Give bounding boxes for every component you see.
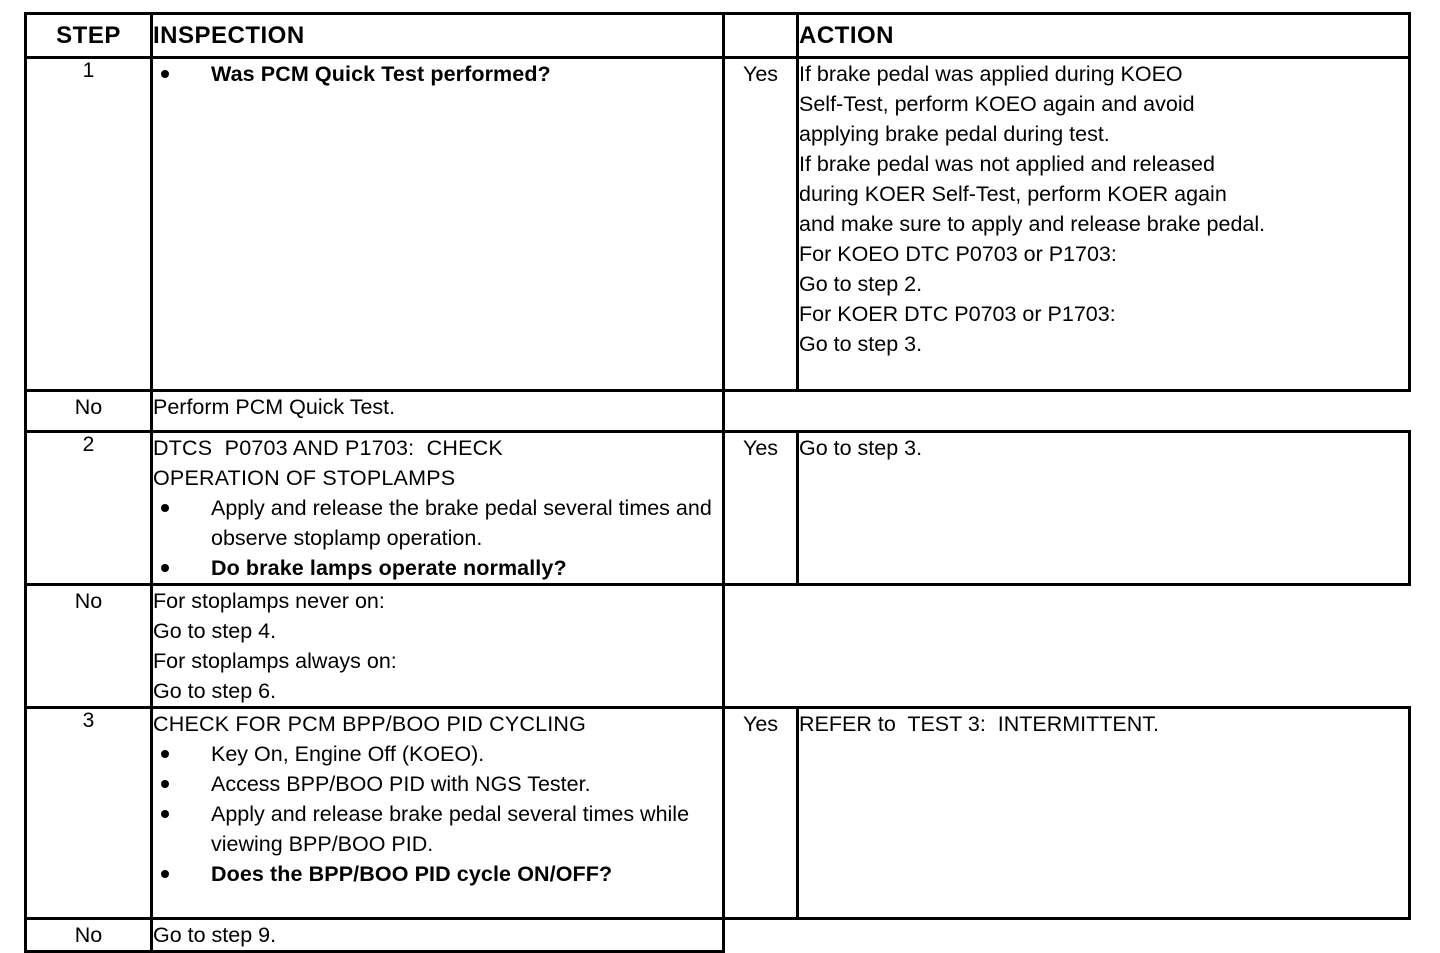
action-cell-3-yes: REFER to TEST 3: INTERMITTENT. — [796, 706, 1411, 920]
action-cell-2-yes: Go to step 3. — [796, 430, 1411, 586]
list-item: Access BPP/BOO PID with NGS Tester. — [153, 769, 722, 799]
action-cell-2-no: For stoplamps never on: Go to step 4. Fo… — [150, 583, 725, 709]
inspection-cell-3: CHECK FOR PCM BPP/BOO PID CYCLING Key On… — [150, 706, 725, 920]
list-item: Do brake lamps operate normally? — [153, 553, 722, 583]
branch-label-3-no: No — [24, 917, 153, 953]
action-cell-1-no: Perform PCM Quick Test. — [150, 389, 725, 433]
diagnostic-table: STEP INSPECTION ACTION 1 Was PCM Quick T… — [24, 12, 1411, 953]
bullet-text: Do brake lamps operate normally? — [211, 556, 567, 580]
branch-label-2-yes: Yes — [722, 430, 799, 586]
bullet-text: Key On, Engine Off (KOEO). — [211, 742, 485, 766]
table-row: 2 DTCS P0703 AND P1703: CHECK OPERATION … — [24, 430, 1411, 586]
step-number-1: 1 — [24, 56, 153, 392]
inspection-bullet-list-2: Apply and release the brake pedal severa… — [153, 493, 722, 583]
bullet-dot-icon — [161, 810, 169, 818]
column-header-inspection: INSPECTION — [150, 12, 725, 59]
action-text: Go to step 3. — [799, 436, 923, 460]
table-body: 1 Was PCM Quick Test performed? Yes If b… — [24, 56, 1411, 953]
table-header: STEP INSPECTION ACTION — [24, 12, 1411, 59]
action-text: If brake pedal was applied during KOEO S… — [799, 62, 1266, 356]
list-item: Key On, Engine Off (KOEO). — [153, 739, 722, 769]
list-item: Apply and release brake pedal several ti… — [153, 799, 722, 859]
bullet-text: Was PCM Quick Test performed? — [211, 62, 551, 86]
inspection-bullet-list-1: Was PCM Quick Test performed? — [153, 59, 722, 89]
action-text: REFER to TEST 3: INTERMITTENT. — [799, 712, 1159, 736]
bullet-text: Apply and release brake pedal several ti… — [211, 802, 690, 856]
inspection-cell-1: Was PCM Quick Test performed? — [150, 56, 725, 392]
column-header-yesno-blank — [722, 12, 799, 59]
branch-label-1-no: No — [24, 389, 153, 433]
branch-label-1-yes: Yes — [722, 56, 799, 392]
branch-label-3-yes: Yes — [722, 706, 799, 920]
table-row: 1 Was PCM Quick Test performed? Yes If b… — [24, 56, 1411, 392]
action-cell-3-no: Go to step 9. — [150, 917, 725, 953]
list-item: Was PCM Quick Test performed? — [153, 59, 722, 89]
bullet-dot-icon — [161, 870, 169, 878]
column-header-step: STEP — [24, 12, 153, 59]
table-row: 3 CHECK FOR PCM BPP/BOO PID CYCLING Key … — [24, 706, 1411, 920]
table-row: No Perform PCM Quick Test. — [24, 389, 1410, 433]
step-number-2: 2 — [24, 430, 153, 586]
list-item: Apply and release the brake pedal severa… — [153, 493, 722, 553]
action-cell-1-yes: If brake pedal was applied during KOEO S… — [796, 56, 1411, 392]
bullet-text: Apply and release the brake pedal severa… — [211, 496, 712, 550]
action-text: For stoplamps never on: Go to step 4. Fo… — [153, 589, 397, 703]
action-text: Go to step 9. — [153, 923, 277, 947]
inspection-cell-2: DTCS P0703 AND P1703: CHECK OPERATION OF… — [150, 430, 725, 586]
bullet-dot-icon — [161, 564, 169, 572]
inspection-bullet-list-3: Key On, Engine Off (KOEO). Access BPP/BO… — [153, 739, 722, 889]
inspection-heading-3: CHECK FOR PCM BPP/BOO PID CYCLING — [153, 712, 587, 736]
column-header-action: ACTION — [796, 12, 1411, 59]
table-row: No Go to step 9. — [24, 917, 1410, 953]
step-number-3: 3 — [24, 706, 153, 920]
bullet-text: Does the BPP/BOO PID cycle ON/OFF? — [211, 862, 613, 886]
bullet-dot-icon — [161, 750, 169, 758]
branch-label-2-no: No — [24, 583, 153, 709]
bullet-dot-icon — [161, 70, 169, 78]
bullet-dot-icon — [161, 780, 169, 788]
bullet-dot-icon — [161, 504, 169, 512]
action-text: Perform PCM Quick Test. — [153, 395, 396, 419]
header-row: STEP INSPECTION ACTION — [24, 12, 1411, 59]
bullet-text: Access BPP/BOO PID with NGS Tester. — [211, 772, 591, 796]
inspection-heading-2: DTCS P0703 AND P1703: CHECK OPERATION OF… — [153, 436, 503, 490]
table-row: No For stoplamps never on: Go to step 4.… — [24, 583, 1410, 709]
document-page: STEP INSPECTION ACTION 1 Was PCM Quick T… — [24, 12, 1411, 953]
list-item: Does the BPP/BOO PID cycle ON/OFF? — [153, 859, 722, 889]
